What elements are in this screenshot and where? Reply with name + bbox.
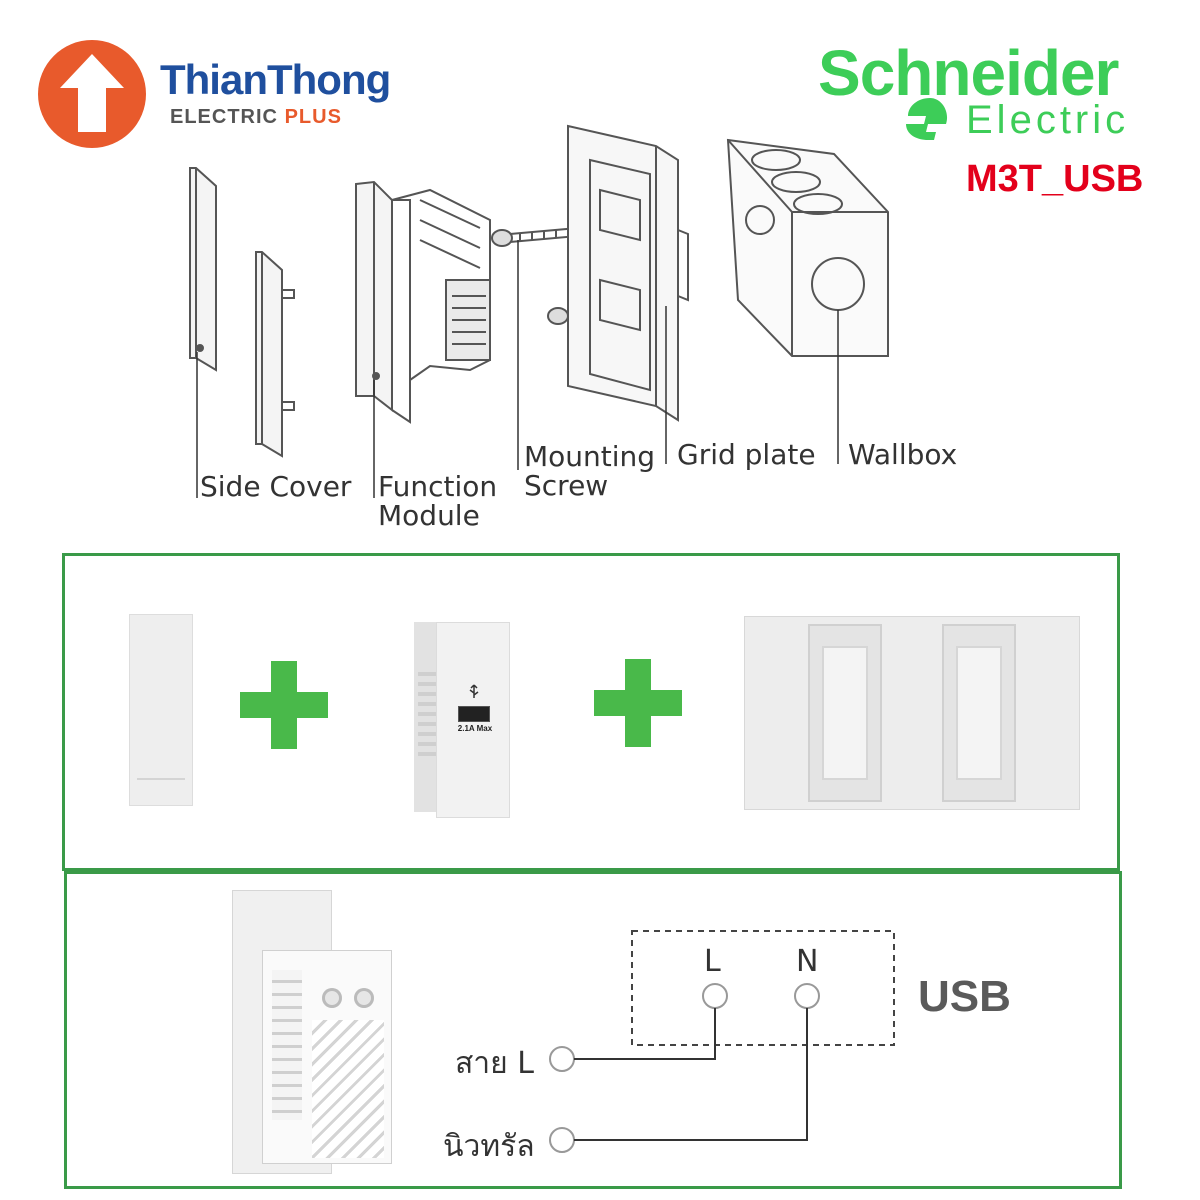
- line-wire: [574, 1008, 716, 1060]
- terminal-n-label: N: [796, 944, 819, 979]
- usb-device-label: USB: [918, 972, 1011, 1021]
- label-grid-plate: Grid plate: [677, 438, 816, 471]
- usb-symbol-icon: [469, 684, 479, 698]
- exploded-diagram: [189, 124, 889, 498]
- thianthong-tagline: ELECTRIC PLUS: [170, 106, 342, 129]
- label-function-module-1: Function: [378, 470, 498, 503]
- usb-rating: 2.1A Max: [457, 724, 493, 733]
- product-combo-panel: [62, 553, 1120, 871]
- plus-icon-vertical: [271, 661, 297, 749]
- neutral-input-icon: [549, 1127, 575, 1153]
- label-side-cover: Side Cover: [200, 470, 352, 503]
- neutral-label: นิวทรัล: [443, 1129, 535, 1164]
- tagline-plain: ELECTRIC: [170, 106, 278, 128]
- usb-module: 2.1A Max: [414, 622, 510, 818]
- schneider-name: Schneider: [818, 37, 1119, 109]
- model-code: M3T_USB: [966, 158, 1144, 200]
- function-module-drawing: [355, 180, 491, 424]
- thianthong-name: ThianThong: [160, 56, 391, 103]
- leader-lines: [196, 240, 839, 498]
- terminal-l-label: L: [704, 944, 721, 979]
- schneider-mark-icon: [906, 98, 948, 140]
- wallbox-drawing: [726, 138, 889, 357]
- blank-side-cover: [129, 614, 193, 806]
- usb-module-rear: [232, 890, 392, 1174]
- neutral-wire: [574, 1008, 808, 1141]
- tagline-accent: PLUS: [284, 106, 342, 128]
- label-function-module-2: Module: [378, 499, 480, 532]
- label-wallbox: Wallbox: [848, 438, 958, 471]
- wiring-panel: [64, 871, 1122, 1189]
- side-cover-drawing: [189, 167, 295, 458]
- label-mounting-screw-2: Screw: [524, 469, 609, 502]
- line-input-icon: [549, 1046, 575, 1072]
- line-label: สาย L: [455, 1046, 534, 1081]
- schneider-sub: Electric: [966, 98, 1130, 142]
- terminal-l-icon: [702, 983, 728, 1009]
- thianthong-logo-icon: [38, 40, 146, 148]
- plus-icon-2-vertical: [625, 659, 651, 747]
- grid-plate-photo: [744, 616, 1080, 810]
- wiring-diagram: [549, 930, 895, 1153]
- usb-port: [458, 706, 490, 722]
- usb-device-box: [631, 930, 895, 1046]
- label-mounting-screw-1: Mounting: [524, 440, 656, 473]
- grid-plate-drawing: [567, 124, 689, 422]
- terminal-n-icon: [794, 983, 820, 1009]
